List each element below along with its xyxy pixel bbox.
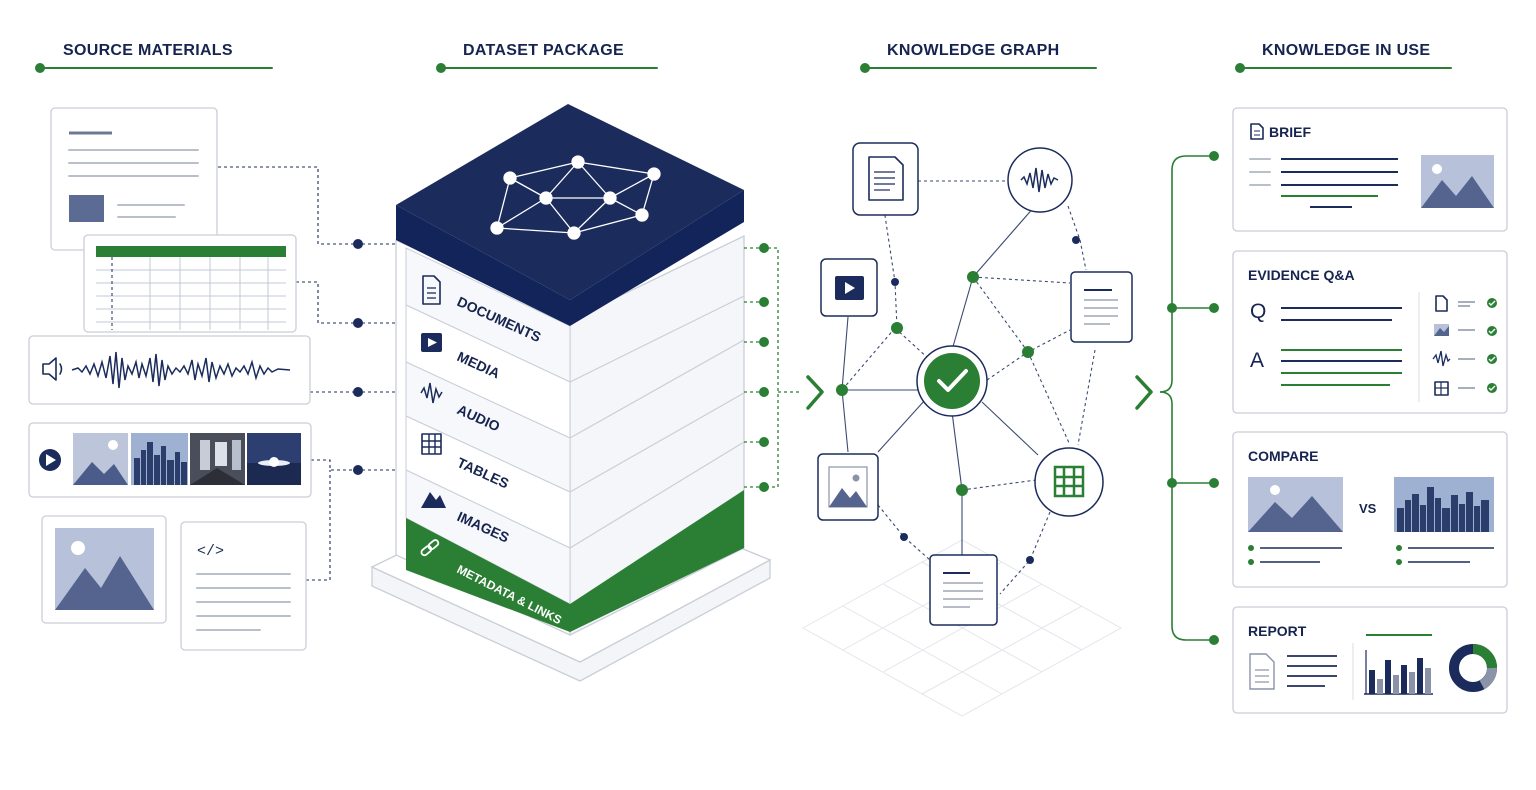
audio-waveform-icon	[1020, 167, 1059, 193]
knowledge-graph	[801, 142, 1133, 717]
use-title-report: REPORT	[1248, 623, 1307, 639]
check-badge-icon	[1487, 326, 1497, 336]
use-title-qa: EVIDENCE Q&A	[1248, 267, 1355, 283]
source-document-card	[50, 107, 218, 251]
source-connectors	[218, 166, 400, 581]
image-icon	[1421, 155, 1494, 208]
city-image-icon	[1394, 477, 1494, 532]
source-spreadsheet-card	[83, 234, 297, 333]
qa-question-letter: Q	[1250, 300, 1266, 323]
video-play-icon	[421, 333, 442, 352]
donut-chart-icon	[1449, 644, 1497, 692]
compare-vs-label: VS	[1359, 501, 1377, 516]
image-thumbnail-icon	[69, 195, 104, 222]
image-icon	[421, 492, 446, 508]
check-badge-icon	[1487, 298, 1497, 308]
image-icon	[1248, 477, 1343, 532]
graph-node-table	[1034, 447, 1104, 517]
source-audio-card	[28, 335, 311, 405]
video-play-icon	[39, 449, 61, 471]
audio-waveform-icon	[420, 382, 443, 404]
evidence-row-document	[1435, 295, 1497, 312]
network-logo-icon	[490, 155, 661, 240]
source-image-card	[41, 515, 167, 624]
table-icon	[1053, 465, 1085, 498]
document-icon	[1250, 123, 1264, 140]
evidence-row-table	[1434, 381, 1497, 396]
column-title-use: KNOWLEDGE IN USE	[1262, 42, 1430, 59]
graph-node-verified	[916, 345, 988, 417]
graph-node-document-right	[1070, 271, 1133, 343]
column-header-dataset: DATASET PACKAGE	[436, 42, 658, 73]
chevron-right-icon	[806, 375, 824, 410]
column-title-source: SOURCE MATERIALS	[63, 42, 233, 59]
dataset-package: DOCUMENTS MEDIA AUDIO TABLES IMAGES META…	[370, 104, 772, 682]
use-title-compare: COMPARE	[1248, 448, 1319, 464]
checkmark-icon	[924, 353, 980, 409]
speaker-icon	[42, 357, 63, 381]
graph-to-use-connectors	[1135, 151, 1219, 645]
check-badge-icon	[1487, 383, 1497, 393]
graph-node-document	[852, 142, 919, 216]
graph-node-image	[817, 453, 879, 521]
use-title-brief: BRIEF	[1269, 124, 1311, 140]
audio-waveform-icon	[71, 351, 291, 389]
column-header-source: SOURCE MATERIALS	[35, 42, 273, 73]
code-icon: </>	[197, 543, 224, 560]
use-card-brief: BRIEF	[1232, 107, 1508, 232]
graph-node-audio	[1007, 147, 1073, 213]
check-badge-icon	[1487, 354, 1497, 364]
graph-node-document-bottom	[929, 554, 998, 626]
document-icon	[422, 275, 441, 305]
table-icon	[421, 433, 442, 455]
use-card-report: REPORT	[1232, 606, 1508, 714]
evidence-row-image	[1434, 324, 1497, 336]
chevron-right-icon	[1135, 375, 1153, 410]
dataset-to-graph-connectors	[744, 243, 824, 492]
column-header-use: KNOWLEDGE IN USE	[1235, 42, 1452, 73]
use-card-qa: EVIDENCE Q&A Q A	[1232, 250, 1508, 414]
column-title-graph: KNOWLEDGE GRAPH	[887, 42, 1060, 59]
source-video-card	[28, 422, 312, 498]
source-code-card: </>	[180, 521, 307, 651]
link-icon	[420, 539, 440, 557]
bar-chart-icon	[1364, 650, 1433, 695]
qa-answer-letter: A	[1250, 349, 1264, 372]
graph-node-video	[820, 258, 878, 317]
column-header-graph: KNOWLEDGE GRAPH	[860, 42, 1097, 73]
evidence-row-audio	[1432, 350, 1497, 367]
column-title-dataset: DATASET PACKAGE	[463, 42, 624, 59]
use-card-compare: COMPARE VS	[1232, 431, 1508, 588]
document-icon	[1249, 653, 1275, 690]
